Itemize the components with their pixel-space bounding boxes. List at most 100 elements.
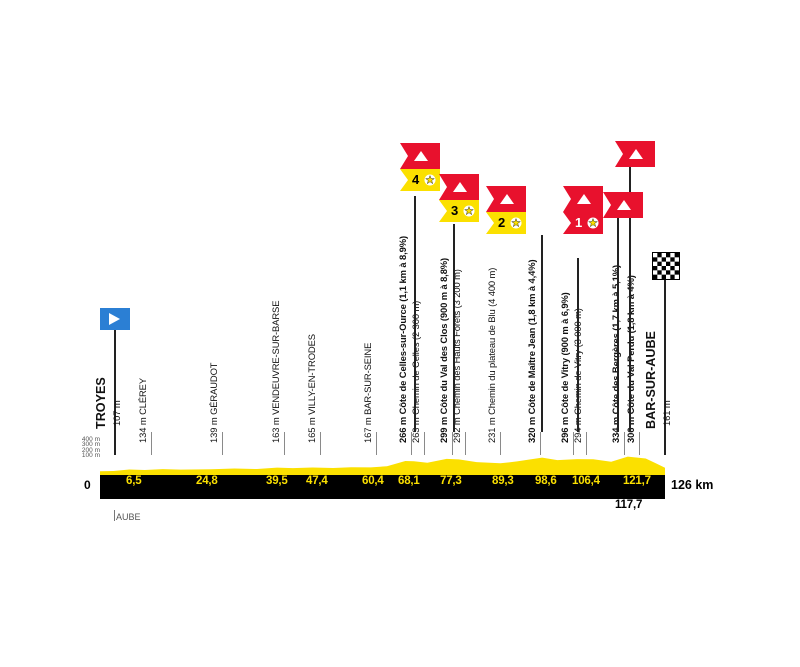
place-alt-5: 266 m [397,416,408,443]
elev-tick-300: 300 m [81,441,100,449]
axis-tick-89-3: 89,3 [492,475,514,487]
place-label-11: 296 m Côte de Vitry (900 m à 6,9%) [559,292,570,443]
place-name-9: Chemin du plateau de Blu (4 400 m) [486,267,497,415]
axis-tick-39-5: 39,5 [266,475,288,487]
climb-marker-banner-6 [603,192,643,218]
department-label: AUBE [116,512,141,522]
distance-axis-bar: 6,5 24,8 39,5 47,4 60,4 68,1 77,3 89,3 9… [100,475,665,511]
place-label-3: 165 m VILLY-EN-TRODES [306,334,317,443]
place-name-0: CLÉREY [137,378,148,415]
mountain-icon-1 [577,194,591,204]
mountain-icon-6 [617,200,631,210]
mountain-icon-4 [414,151,428,161]
points-icon-2 [510,217,522,229]
points-icon-1 [587,217,599,229]
climb-pole-1 [577,258,579,432]
place-tick-7 [452,432,453,455]
climb-marker-cat1: 1 [563,186,603,234]
place-name-11: Côte de Vitry (900 m à 6,9%) [559,292,570,415]
place-label-5: 266 m Côte de Celles-sur-Ource (1,1 km à… [397,236,408,443]
climb-category-number-3: 3 [451,203,459,218]
climb-banner-icon-4 [400,143,440,169]
points-icon-4 [424,174,436,186]
axis-tick-117-7: 117,7 [615,499,643,511]
mountain-icon-3 [453,182,467,192]
place-label-2: 163 m VENDEUVRE-SUR-BARSE [270,301,281,443]
place-label-9: 231 m Chemin du plateau de Blu (4 400 m) [486,268,497,443]
climb-marker-cat3: 3 [439,174,479,222]
finish-altitude-label: 161 m [661,400,672,426]
place-tick-1 [222,432,223,455]
place-name-1: GÉRAUDOT [208,362,219,415]
place-name-3: VILLY-EN-TRODES [306,334,317,415]
start-city-label: TROYES [94,377,108,429]
place-tick-11 [573,432,574,455]
place-tick-9 [500,432,501,455]
department-tick [114,510,115,521]
axis-tick-60-4: 60,4 [362,475,384,487]
climb-marker-cat2: 2 [486,186,526,234]
place-tick-8 [465,432,466,455]
axis-tick-24-8: 24,8 [196,475,218,487]
axis-start-label: 0 [84,478,91,492]
profile-polygon [100,456,665,475]
climb-banner-icon-2 [486,186,526,212]
climb-marker-banner-5 [615,141,655,167]
place-name-5: Côte de Celles-sur-Ource (1,1 km à 8,9%) [397,236,408,415]
climb-pole-5 [629,167,631,432]
profile-area [100,455,665,475]
place-label-1: 139 m GÉRAUDOT [208,363,219,443]
place-label-7: 299 m Côte du Val des Clos (900 m à 8,8%… [438,258,449,443]
climb-pole-3 [453,224,455,432]
place-tick-4 [376,432,377,455]
place-alt-9: 231 m [486,417,497,443]
climb-category-box-2: 2 [486,212,526,234]
climb-banner-icon-3 [439,174,479,200]
climb-category-box-3: 3 [439,200,479,222]
place-alt-4: 167 m [362,417,373,443]
mountain-icon-5 [629,149,643,159]
climb-category-box-1: 1 [563,212,603,234]
place-tick-5 [411,432,412,455]
place-name-10: Côte de Maître Jean (1,8 km à 4,4%) [526,259,537,415]
elev-tick-400: 400 m [81,436,100,443]
start-arrow-icon [109,313,120,325]
points-icon-3 [463,205,475,217]
place-label-10: 320 m Côte de Maître Jean (1,8 km à 4,4%… [526,259,537,443]
climb-pole-2 [541,235,543,432]
axis-tick-68-1: 68,1 [398,475,420,487]
axis-end-label: 126 km [671,478,714,492]
place-label-13: 334 m Côte des Bergères (1,7 km à 5,1%) [610,265,621,443]
climb-pole-4 [414,196,416,432]
place-alt-0: 134 m [137,417,148,443]
axis-tick-47-4: 47,4 [306,475,328,487]
place-tick-2 [284,432,285,455]
place-alt-13: 334 m [610,416,621,443]
elev-tick-100: 100 m [81,452,100,460]
start-pole [114,330,116,455]
axis-tick-6-5: 6,5 [126,475,142,487]
climb-category-number-4: 4 [412,172,420,187]
place-alt-2: 163 m [270,417,281,443]
place-tick-0 [151,432,152,455]
place-name-2: VENDEUVRE-SUR-BARSE [270,300,281,415]
start-flag-icon [100,308,130,330]
axis-tick-98-6: 98,6 [535,475,557,487]
mountain-icon-2 [500,194,514,204]
place-name-7: Côte du Val des Clos (900 m à 8,8%) [438,257,449,415]
elev-tick-200: 200 m [81,446,100,454]
place-alt-7: 299 m [438,416,449,443]
place-name-13: Côte des Bergères (1,7 km à 5,1%) [610,265,621,415]
start-altitude-label: 107 m [111,400,122,426]
climb-pole-6 [617,218,619,432]
place-name-4: BAR-SUR-SEINE [362,342,373,415]
finish-pole [664,278,666,455]
climb-banner-icon-5 [615,141,655,167]
place-tick-13 [624,432,625,455]
place-tick-3 [320,432,321,455]
finish-city-label: BAR-SUR-AUBE [644,331,658,429]
climb-category-box-4: 4 [400,169,440,191]
place-label-4: 167 m BAR-SUR-SEINE [362,343,373,443]
checkered-flag-icon [652,252,680,280]
